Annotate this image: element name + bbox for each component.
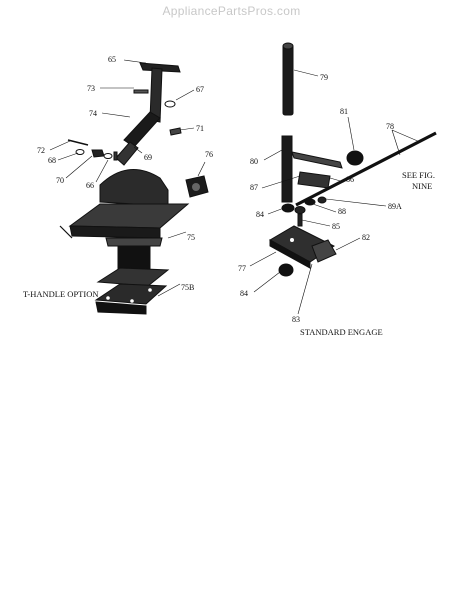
label-72: 72 (37, 146, 45, 155)
screw-85 (297, 213, 303, 227)
label-67: 67 (196, 85, 204, 94)
label-74: 74 (89, 109, 97, 118)
bracket-86 (291, 151, 343, 169)
label-84-bottom: 84 (240, 289, 248, 298)
top-plate-edge (69, 225, 161, 239)
t-handle-assembly (59, 62, 209, 315)
label-85: 85 (332, 222, 340, 231)
right-leader-lines (249, 69, 421, 315)
knob-84 (278, 263, 294, 277)
bolt-71 (169, 127, 182, 136)
label-86: 86 (346, 175, 354, 184)
housing-dome (99, 169, 169, 207)
top-plate (68, 203, 190, 229)
lever-lower (115, 141, 139, 166)
caption-t-handle: T-HANDLE OPTION (23, 289, 98, 299)
see-fig-note: SEE FIG. (402, 170, 435, 180)
label-84-top: 84 (256, 210, 264, 219)
label-80: 80 (250, 157, 258, 166)
clip-82 (311, 239, 337, 263)
washer-84 (294, 206, 306, 214)
label-78: 78 (386, 122, 394, 131)
clip-67 (164, 100, 176, 108)
foot-plate (96, 267, 170, 287)
left-part-labels: 65 73 67 74 71 72 68 69 76 70 66 75 75B … (23, 55, 213, 299)
label-81: 81 (340, 107, 348, 116)
lever-arm (123, 111, 161, 148)
label-88: 88 (338, 207, 346, 216)
cap-81 (346, 150, 364, 166)
label-77: 77 (238, 264, 246, 273)
label-83: 83 (292, 315, 300, 324)
label-71: 71 (196, 124, 204, 133)
see-fig-note-2: NINE (412, 181, 432, 191)
spacer-89a (317, 196, 327, 204)
screw-72 (67, 139, 89, 146)
label-75b: 75B (181, 283, 194, 292)
foot-plate-lower (94, 283, 168, 305)
washer-66 (103, 153, 113, 159)
label-79: 79 (320, 73, 328, 82)
label-73: 73 (87, 84, 95, 93)
rod-78 (295, 131, 437, 207)
label-70: 70 (56, 176, 64, 185)
label-89a: 89A (388, 202, 402, 211)
spacer-66 (113, 151, 118, 161)
washer-84a (281, 203, 295, 213)
label-66: 66 (86, 181, 94, 190)
label-69: 69 (144, 153, 152, 162)
t-handle-shaft (149, 67, 163, 123)
washer-68 (75, 149, 85, 155)
washer-88 (304, 198, 316, 206)
label-87: 87 (250, 183, 258, 192)
nut-70 (91, 149, 105, 158)
watermark: AppliancePartsPros.com (162, 4, 301, 18)
bar-80 (281, 135, 293, 203)
label-68: 68 (48, 156, 56, 165)
label-75: 75 (187, 233, 195, 242)
standard-engage-assembly (268, 42, 437, 277)
label-76: 76 (205, 150, 213, 159)
left-leader-lines (49, 59, 206, 297)
rod-79 (282, 44, 294, 116)
caption-standard-engage: STANDARD ENGAGE (300, 327, 383, 337)
right-part-labels: 79 81 78 80 86 87 SEE FIG. NINE 88 89A 8… (238, 73, 435, 337)
t-handle-bar (139, 62, 181, 73)
label-82: 82 (362, 233, 370, 242)
pin-73 (133, 89, 149, 94)
label-65: 65 (108, 55, 116, 64)
